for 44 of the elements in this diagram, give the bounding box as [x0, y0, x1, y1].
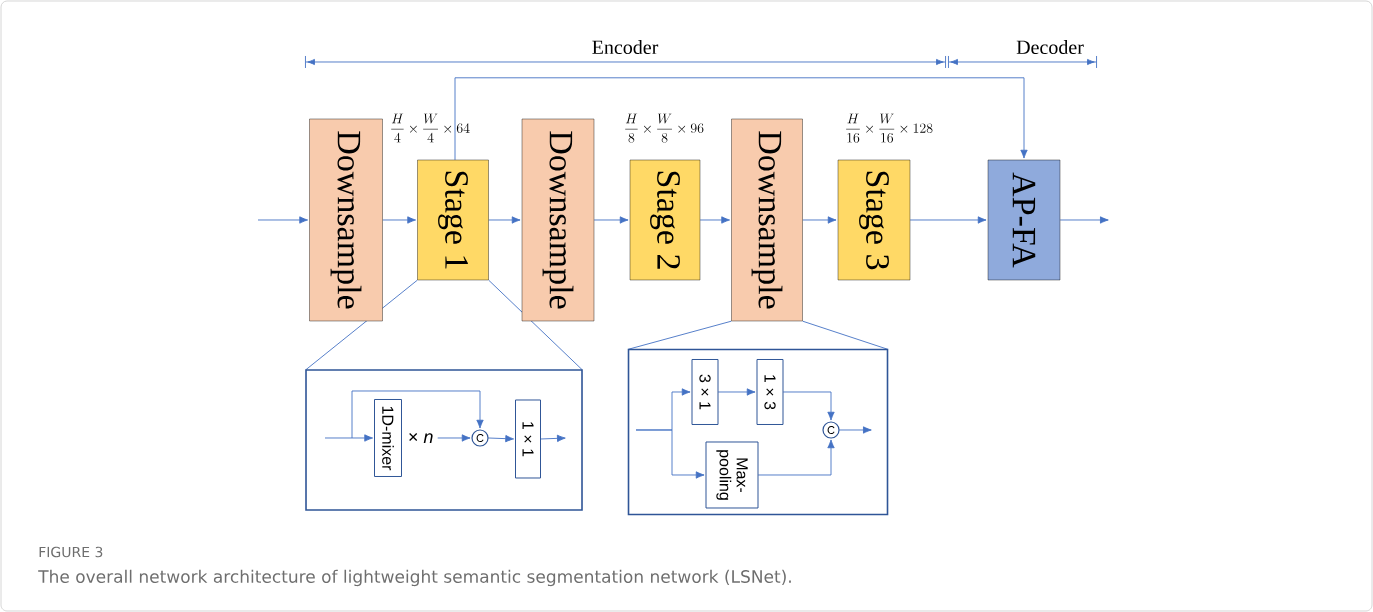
size-label: $\frac{H}{8}\times\frac{W}{8}\times 96$ [625, 113, 704, 143]
size-label: $\frac{H}{4}\times\frac{W}{4}\times 64$ [391, 113, 470, 143]
arrow [1059, 216, 1109, 224]
layer-box: 1 × 3 [756, 359, 784, 425]
arrow [635, 429, 705, 479]
arrow [757, 439, 835, 476]
arrow [838, 426, 872, 434]
arrow [487, 435, 515, 443]
detail-box [305, 369, 583, 511]
layer-box: 3 × 1 [691, 359, 719, 425]
multiplier-label: × n [409, 433, 433, 443]
arrow [802, 216, 837, 224]
arrow [257, 216, 308, 224]
downsample-box: Downsample [309, 118, 383, 322]
size-label: $\frac{H}{16}\times\frac{W}{16}\times 128$ [846, 113, 933, 143]
layer-box: 1D-mixer [374, 399, 402, 477]
zoom-line [802, 320, 889, 350]
arrow [351, 390, 484, 439]
detail-box [627, 348, 889, 516]
arrow [324, 434, 373, 442]
arrow [782, 391, 835, 421]
arrow [540, 434, 566, 442]
section-label: Encoder [592, 39, 659, 54]
downsample-box: Downsample [731, 118, 803, 322]
figure-label: FIGURE 3 [39, 546, 103, 558]
layer-box: 1 × 1 [515, 399, 541, 479]
arrow [437, 434, 471, 442]
arrow [909, 216, 987, 224]
stage-box: Stage 3 [837, 159, 911, 281]
arrow [382, 216, 416, 224]
stage-box: Stage 1 [417, 159, 489, 281]
arrow [699, 216, 730, 224]
stage-box: Stage 2 [629, 159, 701, 281]
downsample-box: Downsample [521, 118, 595, 322]
arrow [593, 216, 629, 224]
arrow [717, 388, 756, 396]
arrow [454, 77, 1028, 161]
module-box: AP-FA [987, 159, 1061, 281]
caption: The overall network architecture of lightweight semantic segmentation network (LSNet). [38, 569, 791, 587]
zoom-line [488, 279, 583, 371]
layer-box: Max-pooling [705, 441, 759, 509]
zoom-line [627, 320, 732, 350]
section-label: Decoder [1016, 39, 1084, 54]
arrow [488, 216, 521, 224]
